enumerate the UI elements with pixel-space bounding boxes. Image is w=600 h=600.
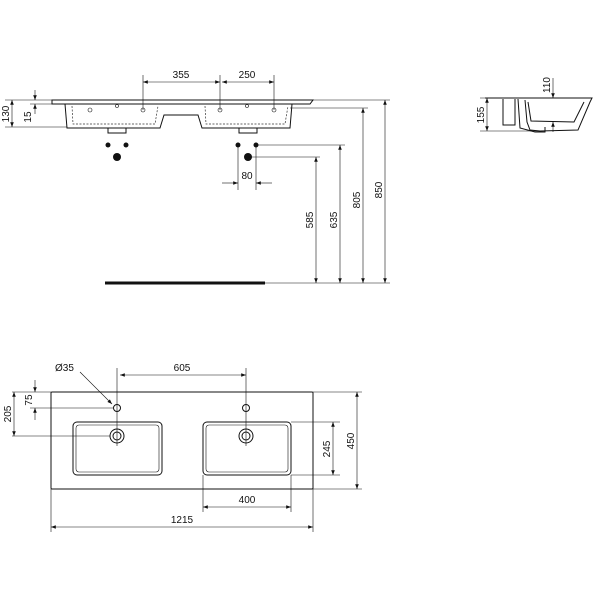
- plan-view: Ø35 605 75 205 245 450 400 1215: [3, 363, 362, 532]
- dim-805: 805: [352, 191, 363, 208]
- dim-850: 850: [374, 181, 385, 198]
- dim-80: 80: [241, 171, 253, 182]
- dim-130: 130: [1, 105, 12, 122]
- dim-250: 250: [239, 70, 256, 81]
- dim-450: 450: [346, 432, 357, 449]
- dim-635: 635: [329, 211, 340, 228]
- dim-205: 205: [3, 405, 14, 422]
- dim-15: 15: [23, 111, 34, 123]
- dim-355: 355: [173, 70, 190, 81]
- dim-diameter-35: Ø35: [55, 363, 74, 374]
- front-elevation: 355 250 130 15 80 585 635 805 850: [1, 70, 390, 285]
- dim-245: 245: [322, 440, 333, 457]
- dim-155: 155: [476, 106, 487, 123]
- dim-75: 75: [24, 394, 35, 406]
- dim-585: 585: [305, 211, 316, 228]
- dim-110: 110: [542, 77, 553, 93]
- dim-1215: 1215: [171, 515, 194, 526]
- dim-400: 400: [239, 495, 256, 506]
- dim-605: 605: [174, 363, 191, 374]
- side-elevation: 155 110: [476, 77, 593, 133]
